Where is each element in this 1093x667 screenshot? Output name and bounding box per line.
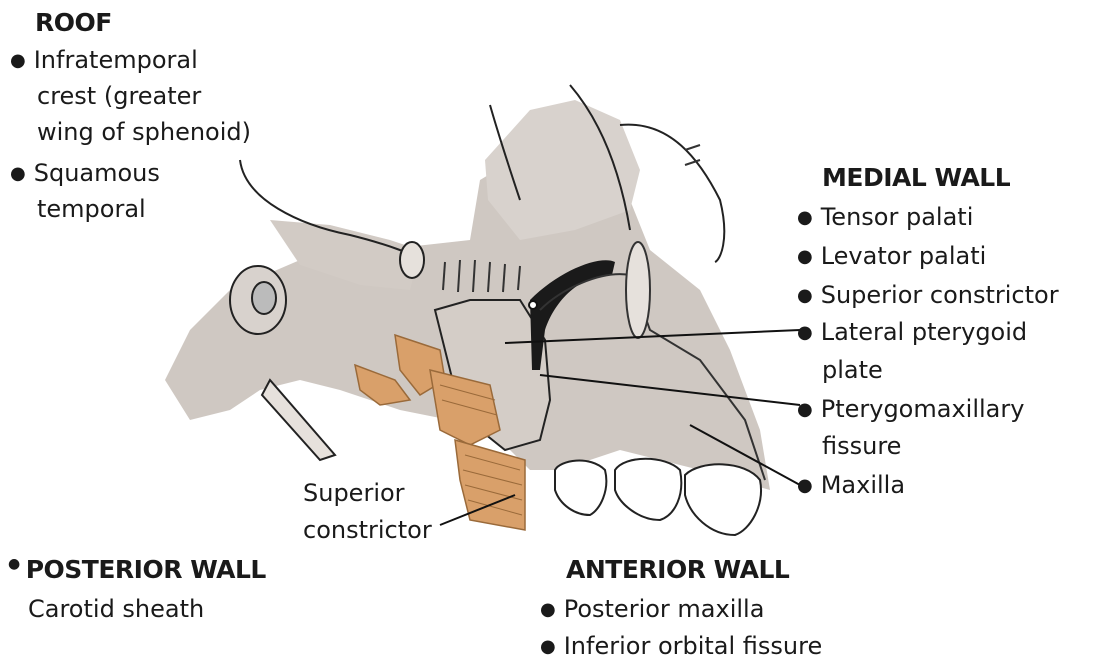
bullet-icon: ● [797, 246, 813, 267]
anterior-item-1: ● Posterior maxilla [540, 591, 764, 630]
anterior-wall-heading: ANTERIOR WALL [566, 555, 789, 584]
posterior-wall-heading: ● POSTERIOR WALL [8, 555, 266, 584]
posterior-wall-title: POSTERIOR WALL [26, 555, 266, 584]
anterior-item-2-label: Inferior orbital fissure [564, 632, 823, 660]
medial-item-4: ● Lateral pterygoid [797, 314, 1027, 353]
teeth [555, 459, 761, 535]
roof-item-1-line-2: crest (greater [37, 78, 201, 114]
bullet-icon: ● [797, 475, 813, 496]
roof-item-2-line-2: temporal [37, 191, 146, 227]
medial-item-3: ● Superior constrictor [797, 277, 1059, 316]
bullet-icon: ● [797, 322, 813, 343]
bullet-icon: ● [540, 599, 556, 620]
bullet-icon: ● [8, 556, 20, 572]
bullet-icon: ● [797, 207, 813, 228]
fissure-marker [529, 301, 537, 309]
roof-item-2: ● Squamous [10, 155, 160, 194]
roof-item-1-line-3: wing of sphenoid) [37, 114, 251, 150]
superior-constrictor-label-line-2: constrictor [303, 512, 432, 548]
medial-item-2: ● Levator palati [797, 238, 986, 277]
medial-item-5-line-1: Pterygomaxillary [821, 395, 1025, 423]
superior-constrictor-label-line-1: Superior [303, 475, 405, 511]
medial-wall-heading: MEDIAL WALL [822, 163, 1010, 192]
medial-item-5: ● Pterygomaxillary [797, 391, 1024, 430]
bullet-icon: ● [540, 636, 556, 657]
medial-item-3-label: Superior constrictor [821, 281, 1059, 309]
posterior-wall-subtitle: Carotid sheath [28, 591, 204, 627]
ear-canal-inner [252, 282, 276, 314]
medial-item-1: ● Tensor palati [797, 199, 973, 238]
maxilla-sinus-oval [626, 242, 650, 338]
roof-item-1-line-1: Infratemporal [34, 46, 198, 74]
bullet-icon: ● [10, 50, 26, 71]
zygomatic-tube [400, 242, 424, 278]
medial-item-5-line-2: fissure [822, 428, 901, 464]
medial-item-4-line-2: plate [822, 352, 883, 388]
medial-item-1-label: Tensor palati [821, 203, 974, 231]
bullet-icon: ● [10, 163, 26, 184]
roof-heading: ROOF [35, 8, 112, 37]
bullet-icon: ● [797, 285, 813, 306]
medial-item-6-label: Maxilla [821, 471, 905, 499]
roof-item-1: ● Infratemporal [10, 42, 198, 81]
bullet-icon: ● [797, 399, 813, 420]
anterior-item-1-label: Posterior maxilla [564, 595, 765, 623]
medial-item-4-line-1: Lateral pterygoid [821, 318, 1027, 346]
roof-item-2-line-1: Squamous [34, 159, 160, 187]
styloid-process [262, 380, 335, 460]
medial-item-2-label: Levator palati [821, 242, 987, 270]
medial-item-6: ● Maxilla [797, 467, 905, 506]
anterior-item-2: ● Inferior orbital fissure [540, 628, 822, 667]
